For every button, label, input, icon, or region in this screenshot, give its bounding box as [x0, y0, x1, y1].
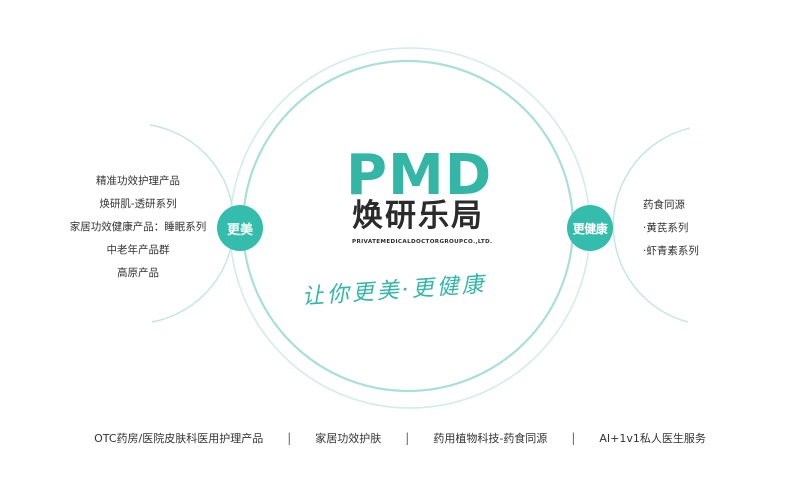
business-line: 家居功效护肤 [315, 432, 382, 445]
separator: | [287, 431, 292, 445]
business-line: AI+1v1私人医生服务 [599, 432, 706, 445]
business-lines: OTC药房/医院皮肤科医用护理产品 | 家居功效护肤 | 药用植物科技-药食同源… [50, 428, 750, 448]
brand-name-en: PRIVATEMEDICALDOCTORGROUPCO.,LTD. [352, 239, 493, 245]
health-badge: 更健康 [567, 205, 613, 251]
separator: | [571, 431, 576, 445]
list-item: 中老年产品群 [106, 244, 170, 256]
list-item: 药食同源 [643, 199, 685, 211]
list-item: ·黄芪系列 [643, 222, 689, 234]
list-item: 高原产品 [117, 267, 159, 279]
list-item: 焕研肌-透研系列 [99, 198, 177, 210]
list-item: ·虾青素系列 [643, 245, 699, 257]
separator: | [405, 431, 410, 445]
logo-pmd: PMD [346, 143, 493, 208]
brand-name-cn: 焕研乐局 [352, 198, 484, 234]
beauty-product-list: 精准功效护理产品 焕研肌-透研系列 家居功效健康产品：睡眠系列 中老年产品群 高… [55, 170, 221, 285]
business-line: 药用植物科技-药食同源 [433, 432, 548, 445]
business-line: OTC药房/医院皮肤科医用护理产品 [94, 432, 264, 445]
list-item: 精准功效护理产品 [96, 175, 180, 187]
list-item: 家居功效健康产品：睡眠系列 [69, 221, 207, 233]
health-product-list: 药食同源 ·黄芪系列 ·虾青素系列 [643, 194, 763, 263]
beauty-badge: 更美 [217, 205, 263, 251]
